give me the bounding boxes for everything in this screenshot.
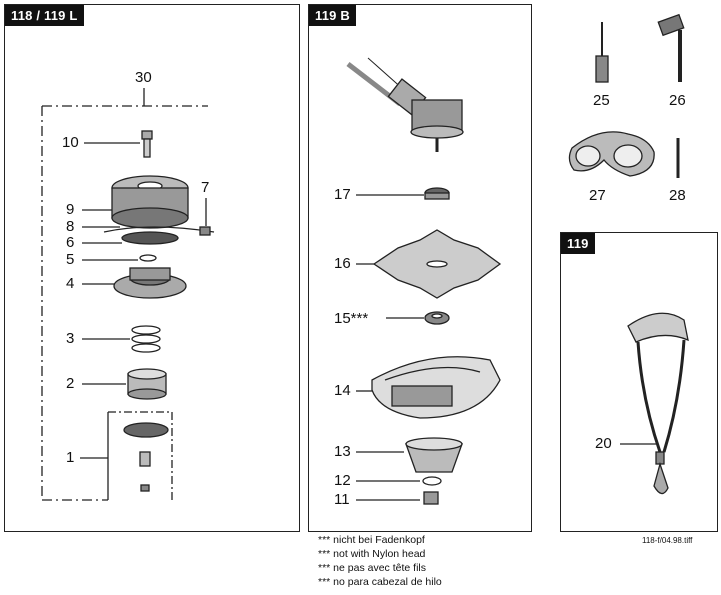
label-3: 3 (66, 330, 75, 347)
label-11: 11 (334, 491, 350, 508)
label-2: 2 (66, 375, 75, 392)
label-25: 25 (593, 92, 610, 109)
label-5: 5 (66, 251, 75, 268)
panel-119: 119 (560, 232, 718, 532)
label-26: 26 (669, 92, 686, 109)
label-30: 30 (135, 69, 152, 86)
file-reference: 118-f/04.98.tiff (642, 536, 693, 545)
label-14: 14 (334, 382, 351, 399)
label-13: 13 (334, 443, 351, 460)
label-27: 27 (589, 187, 606, 204)
footnote-en: *** not with Nylon head (318, 548, 426, 560)
label-6: 6 (66, 234, 75, 251)
label-10: 10 (62, 134, 79, 151)
label-28: 28 (669, 187, 686, 204)
footnote-fr: *** ne pas avec tête fils (318, 562, 426, 574)
footnote-de: *** nicht bei Fadenkopf (318, 534, 425, 546)
label-20: 20 (595, 435, 612, 452)
label-8: 8 (66, 218, 75, 235)
panel-tag: 119 B (309, 5, 356, 26)
label-4: 4 (66, 275, 75, 292)
footnote-es: *** no para cabezal de hilo (318, 576, 442, 588)
panel-tag: 119 (561, 233, 595, 254)
label-9: 9 (66, 201, 75, 218)
label-17: 17 (334, 186, 351, 203)
panel-tag: 118 / 119 L (5, 5, 84, 26)
label-12: 12 (334, 472, 351, 489)
label-15: 15*** (334, 310, 369, 327)
label-16: 16 (334, 255, 351, 272)
label-7: 7 (201, 179, 210, 196)
label-1: 1 (66, 449, 75, 466)
